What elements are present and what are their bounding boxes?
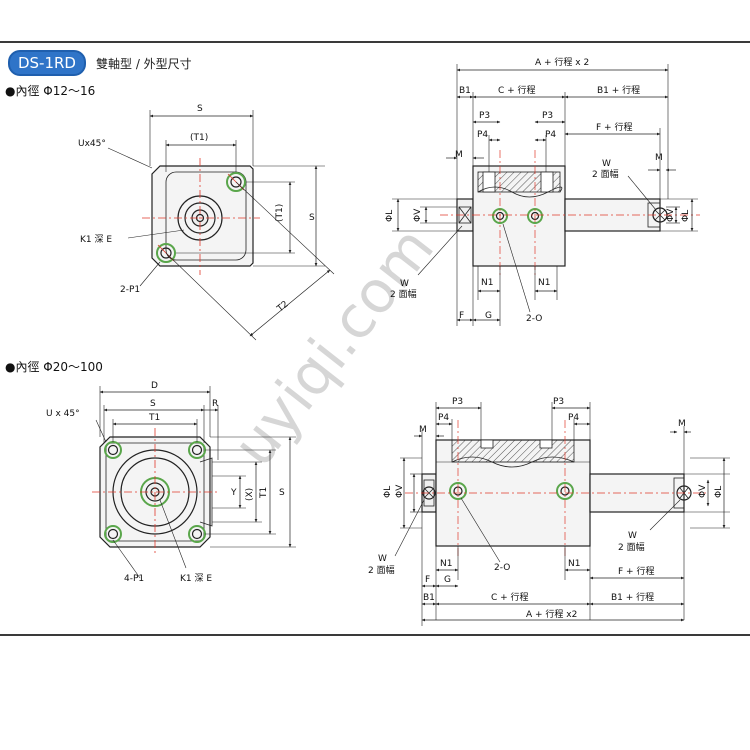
dim-F: F [459,311,464,321]
model-badge: DS-1RD [8,50,86,76]
dim-T2: T2 [275,299,291,314]
dim-F: F [425,575,430,585]
dim-B1: B1 [459,86,471,96]
dim-N1-right: N1 [538,278,550,288]
dim-B1: B1 [423,593,435,603]
dim-W-left: W [378,554,387,564]
dim-W-left: W [400,279,409,289]
dim-R: R [212,399,218,409]
dim-P3-left: P3 [479,111,490,121]
dim-W-left-flats: 2 面幅 [390,288,417,300]
dim-Y: Y [230,488,237,498]
dim-F-stroke: F + 行程 [618,565,654,577]
dim-W-left-flats: 2 面幅 [368,564,395,576]
small-side-view-labels: A + 行程 x 2 B1 C + 行程 B1 + 行程 P3 P3 P4 P4… [385,56,691,324]
chamfer-U: Ux45° [78,139,106,149]
dim-N1-left: N1 [481,278,493,288]
small-mount-hole-2 [156,243,176,263]
dim-B1-stroke: B1 + 行程 [611,591,654,603]
large-bore-side-view [394,402,730,626]
dim-A: A + 行程 x 2 [535,56,589,68]
dim-phiV-right: ΦV [698,484,708,498]
dim-B1-stroke: B1 + 行程 [597,84,640,96]
dim-phiL-right: ΦL [714,486,724,498]
dim-D: D [151,381,158,391]
small-bore-side-view [392,64,700,326]
dim-W-right: W [602,159,611,169]
dim-W-right-flats: 2 面幅 [592,168,619,180]
dim-T1-top: (T1) [190,133,208,143]
large-port-1 [449,482,467,500]
dim-W-right: W [628,531,637,541]
dim-T1-side: T1 [259,487,269,499]
dim-phiV-left: ΦV [413,208,423,222]
dim-N1-left: N1 [440,559,452,569]
section-label-large-bore: ●內徑 Φ20～100 [5,360,103,374]
large-bore-end-view [92,386,296,579]
dim-F-stroke: F + 行程 [596,121,632,133]
dim-T1: T1 [148,413,160,423]
dim-M-left: M [419,425,427,435]
dim-M-right: M [678,419,686,429]
port-2-P1: 2-P1 [120,285,140,295]
dim-X: (X) [245,488,255,501]
dim-P3-left: P3 [452,397,463,407]
dim-P3-right: P3 [553,397,564,407]
dim-M-left: M [455,150,463,160]
dim-phiV-left: ΦV [395,484,405,498]
top-rule [0,41,750,43]
large-port-2 [556,482,574,500]
small-mount-hole-1 [226,172,246,192]
thread-K1: K1 深 E [180,573,212,584]
large-end-view-labels: D S R T1 U x 45° Y (X) T1 S 4-P1 K1 深 E [46,381,285,584]
thread-K1: K1 深 E [80,234,112,245]
dim-P4-right: P4 [568,413,579,423]
small-bore-end-view [107,110,335,341]
dim-P4-left: P4 [477,130,488,140]
dim-G: G [485,311,492,321]
dim-W-right-flats: 2 面幅 [618,541,645,553]
dim-phiL-right: ΦL [681,210,691,222]
dim-phiV-right: ΦV [666,208,676,222]
large-side-view-labels: P3 P3 P4 P4 M M ΦL ΦV ΦV ΦL W 2 面幅 W 2 面… [368,397,724,620]
dim-phiL-left: ΦL [385,210,395,222]
dim-M-right: M [655,153,663,163]
bottom-rule [0,634,750,636]
port-2-O: 2-O [526,314,542,324]
dim-phiL-left: ΦL [383,486,393,498]
dim-C: C + 行程 [491,591,529,603]
section-label-small-bore: ●內徑 Φ12～16 [5,84,96,98]
dim-S: S [197,104,203,114]
dim-S-side: S [279,488,285,498]
dim-N1-right: N1 [568,559,580,569]
dim-G: G [444,575,451,585]
dim-C: C + 行程 [498,84,536,96]
port-4-P1: 4-P1 [124,574,144,584]
dim-P4-right: P4 [545,130,556,140]
dim-P3-right: P3 [542,111,553,121]
dim-T1-side: (T1) [275,204,285,222]
dim-A: A + 行程 x2 [526,608,577,620]
small-end-view-labels: S (T1) (T1) S Ux45° K1 深 E 2-P1 T2 [78,104,315,315]
dim-S: S [150,399,156,409]
dim-P4-left: P4 [438,413,449,423]
port-2-O: 2-O [494,563,510,573]
chamfer-U: U x 45° [46,409,80,419]
page-title: 雙軸型 / 外型尺寸 [96,57,192,71]
large-mount-hole-3 [104,525,122,543]
dim-S-side: S [309,213,315,223]
